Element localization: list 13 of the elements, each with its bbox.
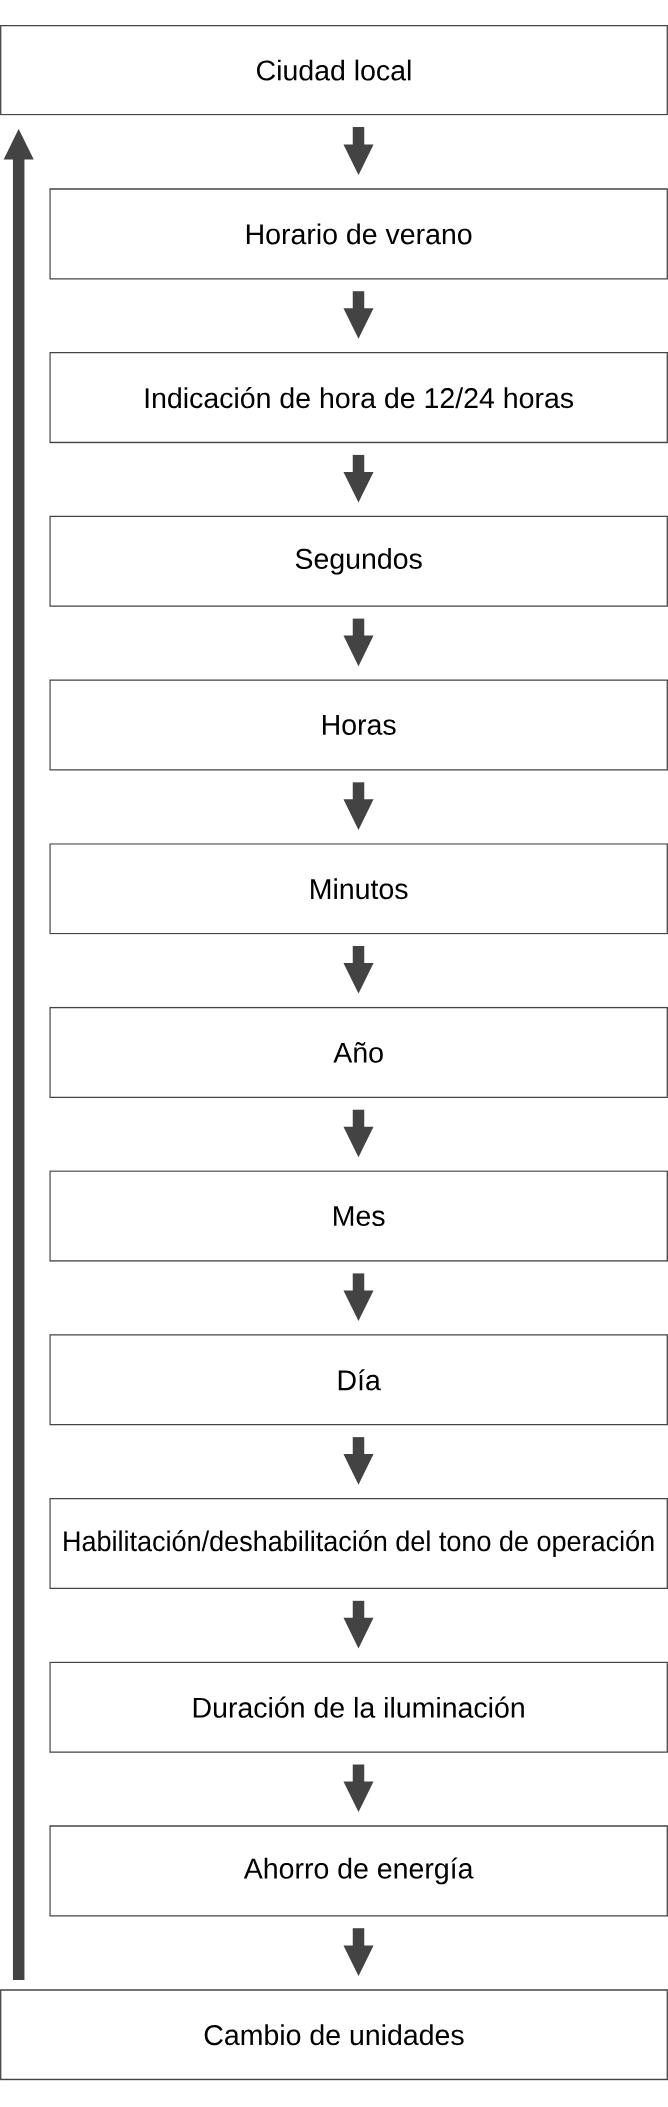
process-box: Segundos — [49, 515, 668, 607]
process-box: Ciudad local — [0, 24, 668, 116]
process-box: Horario de verano — [49, 188, 668, 280]
process-box: Cambio de unidades — [0, 1989, 668, 2081]
process-box: Día — [49, 1334, 668, 1426]
process-box: Ahorro de energía — [49, 1825, 668, 1917]
process-box: Minutos — [49, 843, 668, 935]
process-box: Indicación de hora de 12/24 horas — [49, 352, 668, 444]
process-box: Horas — [49, 679, 668, 771]
process-box: Habilitación/deshabilitación del tono de operación — [49, 1497, 668, 1590]
process-box: Mes — [49, 1170, 668, 1262]
process-box: Duración de la iluminación — [49, 1661, 668, 1753]
process-box: Año — [49, 1006, 668, 1098]
